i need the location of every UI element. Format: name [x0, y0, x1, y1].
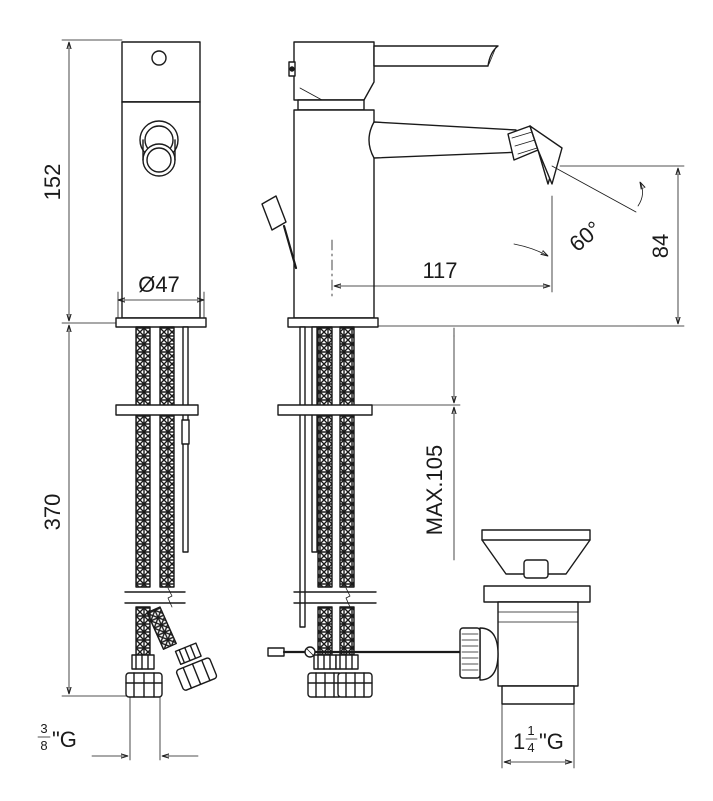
- svg-text:4: 4: [527, 740, 534, 755]
- side-base-flange: [287, 317, 379, 328]
- front-body-lower: [121, 101, 201, 319]
- front-view: [115, 41, 218, 698]
- svg-text:"G: "G: [539, 729, 564, 754]
- front-spout-nozzle: [139, 120, 179, 177]
- dim-waste-thread: 1 1 4 "G: [513, 723, 564, 755]
- svg-text:1: 1: [513, 729, 525, 754]
- front-connector-right: [174, 642, 218, 691]
- waste-dimensions: 1 1 4 "G: [501, 703, 575, 769]
- side-cartridge-body: [293, 41, 375, 101]
- waste-knurled-nut: [459, 627, 481, 679]
- side-connector-2: [335, 654, 373, 698]
- svg-text:"G: "G: [52, 727, 77, 752]
- side-spout-nozzle: [507, 125, 563, 185]
- dim-spout-reach: 117: [422, 258, 457, 283]
- side-dimensions: 117 60° 84 MAX.105: [331, 165, 685, 561]
- side-body: [293, 109, 375, 319]
- dim-hose-thread: 3 8 "G: [37, 721, 77, 753]
- front-hose-right: [159, 326, 175, 588]
- pop-up-waste: [459, 529, 591, 705]
- side-lever-handle: [373, 45, 499, 67]
- dim-max-deck-thickness: MAX.105: [422, 445, 447, 536]
- dim-base-diameter: Ø47: [138, 272, 180, 297]
- front-indicator-hole: [151, 50, 167, 66]
- front-dimensions: 152 370 Ø47 3 8 "G: [37, 39, 205, 761]
- side-spout: [368, 121, 523, 159]
- dim-hose-length: 370: [40, 494, 65, 531]
- front-base-flange: [115, 317, 207, 328]
- side-hose-2: [339, 326, 355, 588]
- svg-text:8: 8: [40, 738, 47, 753]
- front-mounting-plate: [115, 404, 199, 416]
- side-pop-up-knob: [261, 195, 287, 231]
- side-hose-1: [317, 326, 333, 588]
- dim-spout-height: 84: [648, 234, 673, 258]
- waste-body: [497, 601, 579, 687]
- svg-text:3: 3: [40, 721, 47, 736]
- svg-text:1: 1: [527, 723, 534, 738]
- side-view: [261, 41, 563, 698]
- dim-tap-height: 152: [40, 164, 65, 201]
- side-waste-linkage-rod: [267, 646, 462, 658]
- front-hose-left: [135, 326, 151, 588]
- dim-spout-angle: 60°: [564, 216, 606, 257]
- front-connector-left: [125, 654, 163, 698]
- side-rod: [299, 326, 306, 628]
- side-mounting-plate: [277, 404, 373, 416]
